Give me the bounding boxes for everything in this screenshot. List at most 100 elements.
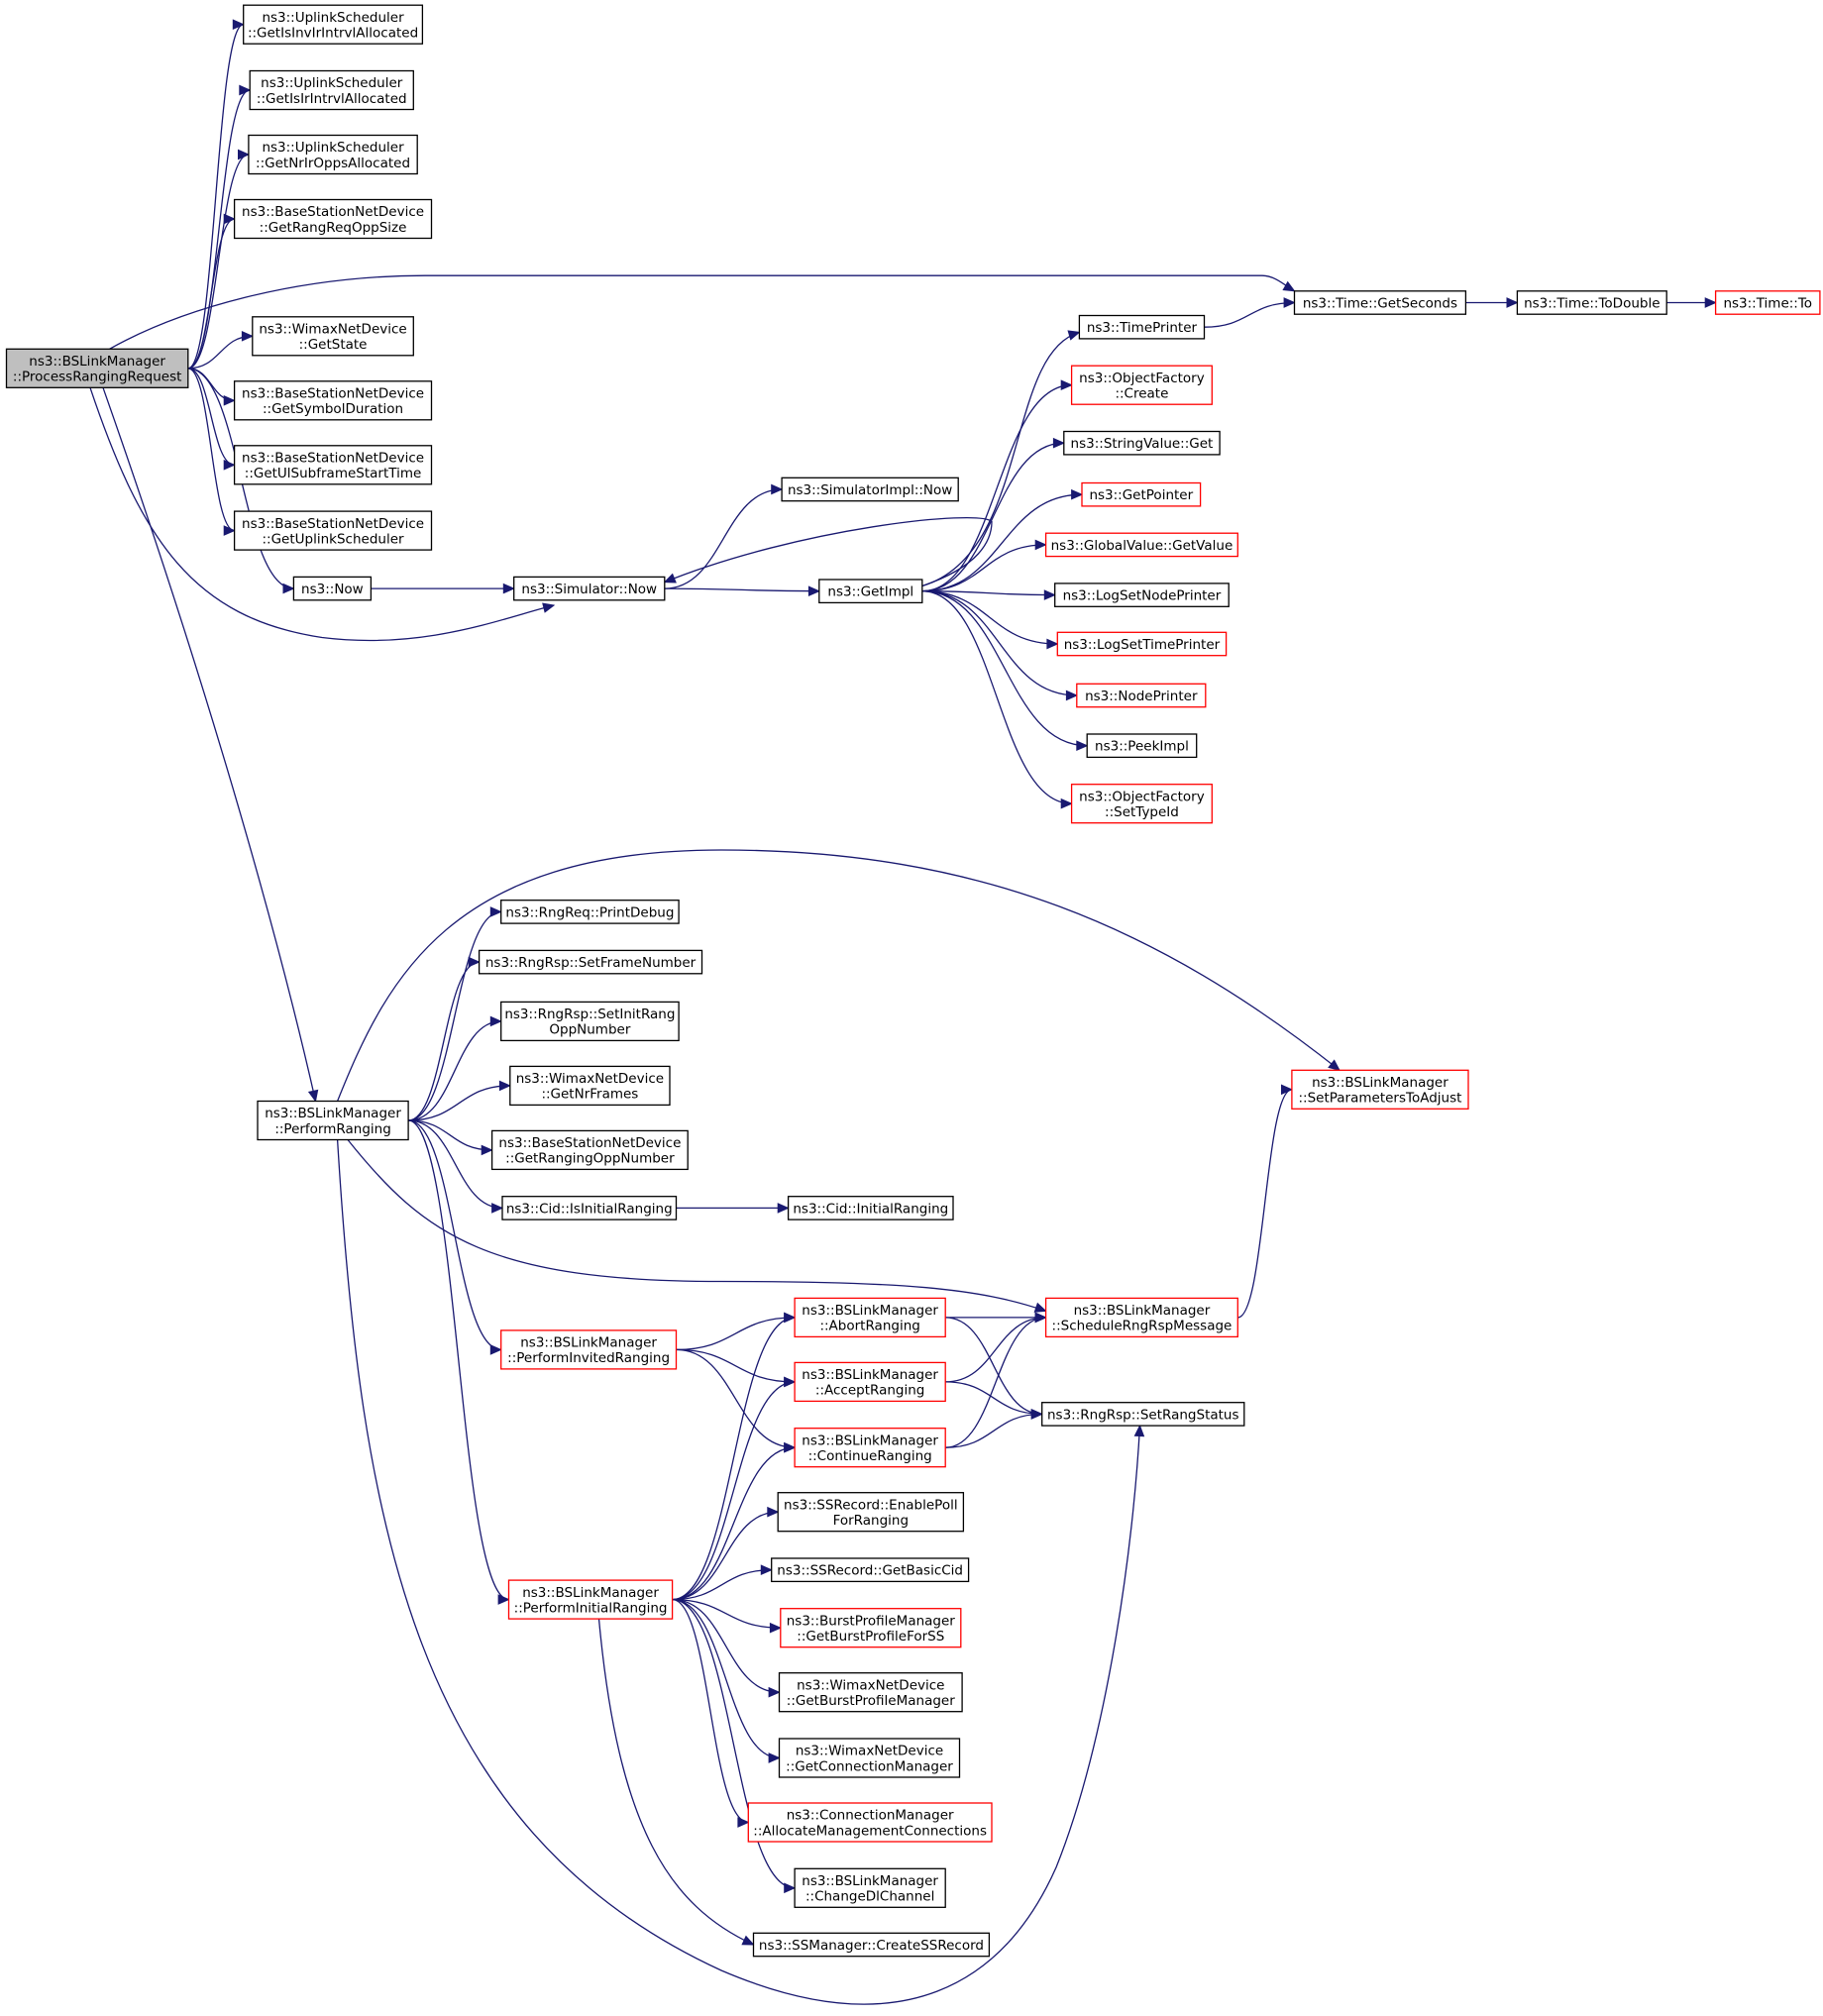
edge-arrowhead (1282, 280, 1296, 292)
node-basiccid[interactable]: ns3::SSRecord::GetBasicCid (771, 1557, 970, 1583)
node-label: ForRanging (833, 1513, 909, 1529)
node-printdebug[interactable]: ns3::RngReq::PrintDebug (500, 900, 680, 924)
edge-line (922, 332, 1080, 585)
edge-n_simnow-to-n_getimpl (665, 585, 821, 597)
node-box (248, 134, 418, 175)
node-allocmgmt[interactable]: ns3::ConnectionManager::AllocateManageme… (747, 1802, 993, 1843)
node-isir[interactable]: ns3::UplinkScheduler::GetIsIrIntrvlAlloc… (249, 69, 414, 111)
node-abort[interactable]: ns3::BSLinkManager::AbortRanging (794, 1297, 946, 1338)
node-perform[interactable]: ns3::BSLinkManager::PerformRanging (257, 1100, 409, 1141)
node-getimpl[interactable]: ns3::GetImpl (818, 579, 923, 604)
node-label: ns3::ObjectFactory (1079, 371, 1205, 386)
node-label: ::GetBurstProfileForSS (797, 1629, 944, 1645)
node-ofsettype[interactable]: ns3::ObjectFactory::SetTypeId (1070, 784, 1213, 824)
node-upsched[interactable]: ns3::BaseStationNetDevice::GetUplinkSche… (233, 510, 433, 551)
node-box (243, 4, 424, 45)
edge-arrowhead (481, 1144, 493, 1156)
node-strget[interactable]: ns3::StringValue::Get (1063, 430, 1221, 456)
node-label: ns3::BSLinkManager (802, 1303, 938, 1319)
edge-n_continue-to-n_schedrsp (945, 1312, 1047, 1447)
edge-n_getimpl-to-n_peekimpl (922, 591, 1089, 752)
node-gvget[interactable]: ns3::GlobalValue::GetValue (1044, 532, 1238, 558)
node-ulsub[interactable]: ns3::BaseStationNetDevice::GetUlSubframe… (233, 445, 433, 485)
node-rangreq[interactable]: ns3::BaseStationNetDevice::GetRangReqOpp… (233, 198, 433, 240)
node-simnow[interactable]: ns3::Simulator::Now (513, 576, 666, 601)
edge-root-to-n_rangreq (188, 213, 236, 368)
node-now[interactable]: ns3::Now (292, 576, 373, 601)
node-to[interactable]: ns3::Time::To (1714, 290, 1821, 315)
node-box (1078, 314, 1206, 340)
node-lognode[interactable]: ns3::LogSetNodePrinter (1054, 583, 1230, 607)
node-box (794, 1361, 946, 1403)
node-initrang[interactable]: ns3::Cid::InitialRanging (787, 1196, 954, 1220)
node-label: ns3::BSLinkManager (802, 1432, 938, 1448)
node-ofcreate[interactable]: ns3::ObjectFactory::Create (1070, 365, 1213, 405)
edge-arrowhead (491, 1203, 504, 1214)
edge-line (945, 1318, 1042, 1415)
node-getpointer[interactable]: ns3::GetPointer (1081, 481, 1202, 507)
node-getseconds[interactable]: ns3::Time::GetSeconds (1293, 290, 1467, 315)
node-box (500, 900, 680, 924)
edge-n_getimpl-to-n_ofsettype (922, 591, 1073, 809)
node-initial[interactable]: ns3::BSLinkManager::PerformInitialRangin… (507, 1579, 674, 1620)
node-logtime[interactable]: ns3::LogSetTimePrinter (1056, 631, 1228, 657)
node-accept[interactable]: ns3::BSLinkManager::AcceptRanging (794, 1361, 946, 1403)
node-getstate[interactable]: ns3::WimaxNetDevice::GetState (252, 316, 414, 357)
edge-line (673, 1318, 796, 1600)
node-rangopp[interactable]: ns3::BaseStationNetDevice::GetRangingOpp… (490, 1129, 689, 1171)
node-changedl[interactable]: ns3::BSLinkManager::ChangeDlChannel (794, 1867, 946, 1908)
node-label: ::SetParametersToAdjust (1298, 1091, 1461, 1107)
node-todouble[interactable]: ns3::Time::ToDouble (1516, 290, 1667, 315)
node-label: ns3::GetImpl (827, 584, 913, 600)
edge-n_initial-to-n_connmgr (673, 1600, 781, 1763)
node-peekimpl[interactable]: ns3::PeekImpl (1086, 733, 1198, 759)
node-setparams[interactable]: ns3::BSLinkManager::SetParametersToAdjus… (1291, 1069, 1469, 1110)
edge-n_getimpl-to-n_getpointer (922, 488, 1084, 591)
edge-n_now-to-n_simnow (371, 583, 515, 594)
edge-line (677, 1349, 796, 1447)
node-invir[interactable]: ns3::UplinkScheduler::GetIsInvIrIntrvlAl… (243, 4, 424, 45)
node-nrir[interactable]: ns3::UplinkScheduler::GetNrIrOppsAllocat… (248, 134, 418, 175)
edge-line (945, 1382, 1042, 1415)
node-invited[interactable]: ns3::BSLinkManager::PerformInvitedRangin… (500, 1329, 678, 1370)
node-isinit[interactable]: ns3::Cid::IsInitialRanging (501, 1196, 678, 1220)
node-label: ns3::RngReq::PrintDebug (505, 904, 674, 920)
node-connmgr[interactable]: ns3::WimaxNetDevice::GetConnectionManage… (778, 1738, 961, 1778)
node-burstss[interactable]: ns3::BurstProfileManager::GetBurstProfil… (780, 1608, 962, 1648)
edge-n_invited-to-n_accept (677, 1349, 797, 1388)
edge-arrowhead (1060, 797, 1073, 809)
node-box (1070, 365, 1213, 405)
edge-line (188, 369, 235, 466)
node-label: ns3::BaseStationNetDevice (242, 516, 424, 532)
node-label: ::AbortRanging (819, 1319, 919, 1334)
node-label: ns3::Now (301, 582, 364, 597)
edge-n_perform-to-n_nrframes (408, 1080, 512, 1120)
node-nodeprinter[interactable]: ns3::NodePrinter (1076, 683, 1207, 708)
edge-line (408, 1120, 492, 1150)
edge-line (673, 1600, 749, 1823)
node-nrframes[interactable]: ns3::WimaxNetDevice::GetNrFrames (509, 1065, 671, 1107)
node-box (778, 1672, 963, 1713)
edge-line (665, 588, 819, 591)
edge-arrowhead (223, 525, 236, 536)
edge-line (338, 1140, 1140, 2005)
edge-arrowhead (1281, 1084, 1294, 1096)
node-setframe[interactable]: ns3::RngRsp::SetFrameNumber (478, 949, 703, 975)
node-root[interactable]: ns3::BSLinkManager::ProcessRangingReques… (5, 348, 189, 388)
node-label: ns3::TimePrinter (1087, 320, 1198, 336)
edge-arrowhead (489, 1015, 502, 1027)
node-simimplnow[interactable]: ns3::SimulatorImpl::Now (781, 477, 959, 502)
edge-n_invited-to-n_abort (677, 1312, 797, 1349)
node-continue[interactable]: ns3::BSLinkManager::ContinueRanging (794, 1428, 946, 1468)
node-setrang[interactable]: ns3::RngRsp::SetRangStatus (1041, 1402, 1245, 1427)
node-schedrsp[interactable]: ns3::BSLinkManager::ScheduleRngRspMessag… (1044, 1297, 1238, 1338)
node-timeprinter[interactable]: ns3::TimePrinter (1078, 314, 1206, 340)
node-burstmgr[interactable]: ns3::WimaxNetDevice::GetBurstProfileMana… (778, 1672, 963, 1713)
node-label: ns3::WimaxNetDevice (259, 322, 406, 338)
edge-arrowhead (542, 602, 556, 613)
node-symdur[interactable]: ns3::BaseStationNetDevice::GetSymbolDura… (233, 380, 433, 421)
node-createss[interactable]: ns3::SSManager::CreateSSRecord (752, 1932, 991, 1958)
